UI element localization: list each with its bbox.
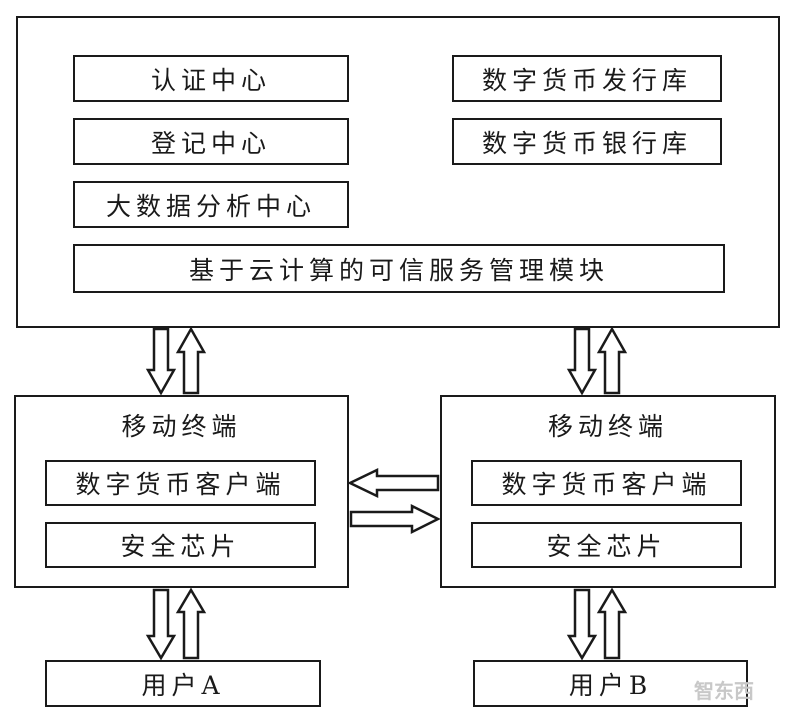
arrow-down-terminal-b-to-user-b (566, 588, 598, 661)
arrow-down-platform-to-terminal-b (566, 327, 598, 396)
arrow-up-user-a-to-terminal-a (175, 587, 207, 660)
arrow-up-terminal-a-to-platform (175, 326, 207, 395)
arrow-up-user-b-to-terminal-b (596, 587, 628, 660)
arrow-down-terminal-a-to-user-a (145, 588, 177, 661)
terminal-b-title: 移动终端 (547, 412, 668, 441)
terminal-b-client-box: 数字货币客户端 (471, 460, 742, 506)
user-a-box: 用户A (45, 660, 321, 707)
terminal-a-title: 移动终端 (121, 412, 242, 441)
auth-center-box: 认证中心 (73, 55, 349, 102)
watermark-logo: 智东西 (694, 679, 754, 703)
arrow-up-terminal-b-to-platform (596, 326, 628, 395)
arrow-down-platform-to-terminal-a (145, 327, 177, 396)
terminal-b-chip-box: 安全芯片 (471, 522, 742, 568)
terminal-a-client-box: 数字货币客户端 (45, 460, 316, 506)
user-b-box: 用户B (473, 660, 748, 707)
big-data-center-box: 大数据分析中心 (73, 181, 349, 228)
arrow-right-terminal-a-to-b (349, 503, 441, 535)
terminal-a-chip-box: 安全芯片 (45, 522, 316, 568)
arrow-left-terminal-b-to-a (347, 468, 440, 498)
trusted-service-module-box: 基于云计算的可信服务管理模块 (73, 244, 725, 293)
bank-vault-box: 数字货币银行库 (452, 118, 722, 165)
registration-center-box: 登记中心 (73, 118, 349, 165)
issuance-vault-box: 数字货币发行库 (452, 55, 722, 102)
